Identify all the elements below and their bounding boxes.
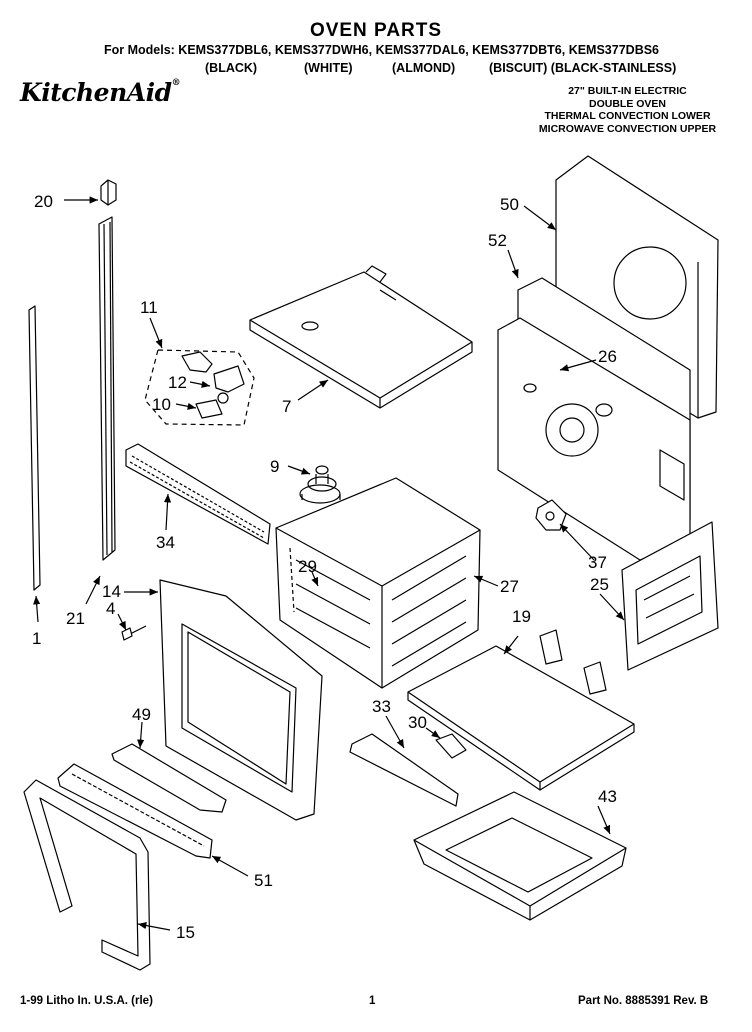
callout-33: 33 — [372, 697, 391, 716]
model-list: For Models: KEMS377DBL6, KEMS377DWH6, KE… — [104, 43, 660, 57]
part-25-side-panel — [621, 521, 719, 671]
callout-51: 51 — [254, 871, 273, 890]
brand-logo: KitchenAid® — [20, 78, 181, 107]
callout-10: 10 — [152, 395, 171, 414]
part-51-vent-trim — [57, 763, 213, 859]
color-biscuit-black-stainless: (BISCUIT) (BLACK-STAINLESS) — [489, 61, 677, 75]
part-1-rod — [28, 305, 41, 591]
part-15-door-gasket — [23, 779, 151, 971]
part-7-top-panel — [249, 265, 473, 409]
part-43-drip-tray — [413, 791, 627, 921]
color-black: (BLACK) — [205, 61, 258, 75]
description-line: 27" BUILT-IN ELECTRIC — [568, 85, 687, 97]
part-11-switch-assembly — [144, 349, 255, 426]
part-30-clip — [435, 733, 467, 759]
callout-30: 30 — [408, 713, 427, 732]
callout-15: 15 — [176, 923, 195, 942]
callout-29: 29 — [298, 557, 317, 576]
callout-37: 37 — [588, 553, 607, 572]
callout-12: 12 — [168, 373, 187, 392]
callout-1: 1 — [32, 629, 41, 648]
callout-20: 20 — [34, 192, 53, 211]
callout-9: 9 — [270, 457, 279, 476]
callout-49: 49 — [132, 705, 151, 724]
product-description: 27" BUILT-IN ELECTRIC DOUBLE OVEN THERMA… — [520, 85, 735, 135]
description-line: THERMAL CONVECTION LOWER — [544, 110, 711, 122]
callout-50: 50 — [500, 195, 519, 214]
callout-19: 19 — [512, 607, 531, 626]
callout-25: 25 — [590, 575, 609, 594]
part-21-side-trim — [98, 216, 116, 561]
page-title: OVEN PARTS — [309, 20, 443, 41]
callout-7: 7 — [282, 397, 291, 416]
part-34-vent-grille — [125, 443, 271, 545]
callout-34: 34 — [156, 533, 175, 552]
part-20-end-cap — [100, 179, 117, 206]
part-19-bottom-panel — [407, 629, 635, 791]
part-33-rail — [349, 733, 459, 807]
callout-52: 52 — [488, 231, 507, 250]
litho-note: 1-99 Litho In. U.S.A. (rle) — [20, 995, 153, 1007]
part-14-front-frame — [159, 579, 323, 821]
part-9-fan-motor — [299, 465, 341, 504]
callout-11: 11 — [140, 298, 158, 317]
brand-name: KitchenAid — [20, 78, 172, 107]
part-27-oven-cavity — [275, 477, 481, 689]
color-white: (WHITE) — [304, 61, 353, 75]
callout-27: 27 — [500, 577, 519, 596]
part-4-screw — [121, 625, 147, 641]
page-number: 1 — [369, 995, 376, 1007]
callout-43: 43 — [598, 787, 617, 806]
color-almond: (ALMOND) — [392, 61, 456, 75]
description-line: DOUBLE OVEN — [588, 97, 666, 110]
callout-26: 26 — [598, 347, 617, 366]
callout-21: 21 — [66, 609, 85, 628]
registered-mark: ® — [171, 78, 181, 88]
description-line: MICROWAVE CONVECTION UPPER — [538, 122, 717, 135]
part-49-bracket — [111, 743, 227, 813]
part-number: Part No. 8885391 Rev. B — [578, 995, 709, 1007]
callout-4: 4 — [106, 599, 115, 618]
callout-14: 14 — [102, 582, 121, 601]
